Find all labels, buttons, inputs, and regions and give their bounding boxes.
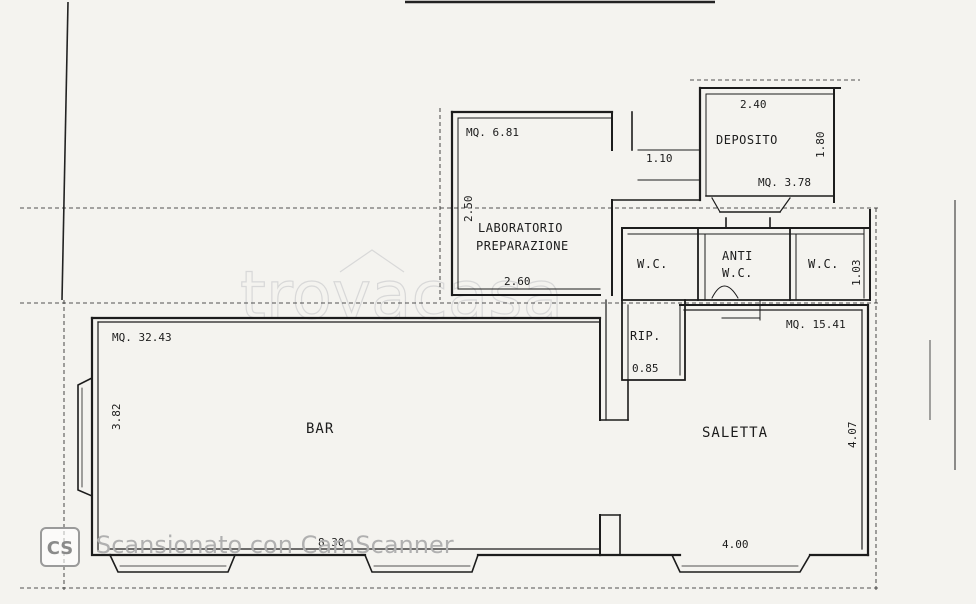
anti-wc-label-line1: ANTI (722, 249, 753, 263)
deposito-label: DEPOSITO (716, 133, 778, 147)
wc2-label: W.C. (808, 257, 839, 271)
saletta-width-dim: 4.00 (722, 538, 749, 551)
camscanner-logo-icon: CS (40, 527, 80, 567)
wc2-height-dim: 1.03 (850, 260, 863, 287)
dimension-lines (20, 79, 880, 590)
room-labels: MQ. 32.43 BAR MQ. 15.41 SALETTA MQ. 6.81… (112, 126, 846, 441)
saletta-height-dim: 4.07 (846, 422, 859, 449)
bar-width-dim: 8.30 (318, 536, 345, 549)
lab-area: MQ. 6.81 (466, 126, 519, 139)
watermark-house-icon (339, 249, 405, 273)
walls (77, 86, 871, 573)
dimension-labels: 8.30 4.00 2.60 2.40 1.10 0.85 3.82 4.07 … (110, 98, 863, 551)
wc1-label: W.C. (637, 257, 668, 271)
corridor-width-dim: 1.10 (646, 152, 673, 165)
lab-width-dim: 2.60 (504, 275, 531, 288)
bar-area: MQ. 32.43 (112, 331, 172, 344)
lab-label-line1: LABORATORIO (478, 221, 563, 235)
lab-label-line2: PREPARAZIONE (476, 239, 569, 253)
saletta-area: MQ. 15.41 (786, 318, 846, 331)
lab-height-dim: 2.50 (462, 196, 475, 223)
scan-artifacts (61, 0, 956, 470)
rip-width-dim: 0.85 (632, 362, 659, 375)
saletta-label: SALETTA (702, 425, 768, 441)
rip-label: RIP. (630, 329, 661, 343)
bar-height-dim: 3.82 (110, 404, 123, 431)
bar-label: BAR (306, 421, 334, 437)
deposito-width-dim: 2.40 (740, 98, 767, 111)
anti-wc-label-line2: W.C. (722, 266, 753, 280)
deposito-area: MQ. 3.78 (758, 176, 811, 189)
camscanner-caption: Scansionato con CamScanner (96, 531, 454, 559)
deposito-height-dim: 1.80 (814, 132, 827, 159)
